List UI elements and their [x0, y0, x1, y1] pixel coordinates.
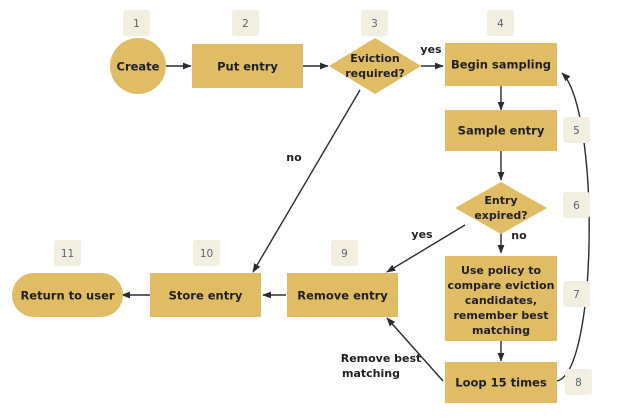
nodes-layer: Create Put entry Eviction required? Begi…	[12, 38, 557, 403]
step-badge-6: 6	[563, 192, 590, 218]
node-entry-expired-label-line2: expired?	[474, 209, 527, 222]
step-badge-4-bg	[487, 10, 514, 36]
step-badge-7: 7	[563, 281, 590, 307]
node-store-entry-label: Store entry	[169, 289, 243, 303]
node-use-policy-label-line1: Use policy to	[461, 264, 542, 277]
edge-labels-layer: yes no yes no Remove best matching	[286, 43, 527, 380]
edge-label-eviction-no: no	[286, 151, 302, 164]
step-badge-11: 11	[54, 240, 81, 266]
node-put-entry[interactable]: Put entry	[192, 44, 303, 88]
step-badge-1: 1	[123, 10, 150, 36]
node-return-to-user-shape[interactable]	[12, 273, 123, 317]
step-badge-6-bg	[563, 192, 590, 218]
step-badge-8: 8	[565, 369, 592, 395]
step-badge-3-text: 3	[371, 18, 378, 30]
edge-loop-back-to-begin-sampling	[556, 72, 590, 382]
step-badge-2: 2	[232, 10, 259, 36]
step-badge-10-bg	[193, 240, 220, 266]
step-badge-4: 4	[487, 10, 514, 36]
edge-label-remove-best-matching-line2: matching	[342, 367, 400, 380]
step-badge-1-text: 1	[133, 18, 140, 30]
step-badges-layer: 1 2 3 4 5 6 7	[54, 10, 592, 395]
node-entry-expired-shape[interactable]	[455, 182, 547, 234]
node-return-to-user-label: Return to user	[20, 289, 114, 303]
step-badge-5: 5	[563, 117, 590, 143]
edge-eviction-no-to-store-entry	[252, 89, 361, 273]
edge-label-eviction-yes: yes	[420, 43, 442, 56]
node-put-entry-shape[interactable]	[192, 44, 303, 88]
edge-label-expired-yes: yes	[411, 228, 433, 241]
node-remove-entry-label: Remove entry	[297, 289, 388, 303]
step-badge-11-text: 11	[61, 248, 74, 260]
node-remove-entry-shape[interactable]	[287, 273, 398, 317]
step-badge-7-bg	[563, 281, 590, 307]
node-return-to-user[interactable]: Return to user	[12, 273, 123, 317]
step-badge-2-text: 2	[242, 18, 249, 30]
step-badge-8-text: 8	[575, 377, 582, 389]
node-loop-15-times[interactable]: Loop 15 times	[445, 362, 557, 403]
step-badge-2-bg	[232, 10, 259, 36]
node-use-policy-label-line3: candidates,	[465, 294, 537, 307]
step-badge-10-text: 10	[200, 248, 213, 260]
edges-layer	[121, 62, 590, 382]
node-create[interactable]: Create	[110, 38, 166, 94]
node-use-policy-label-line4: remember best	[454, 309, 549, 322]
node-begin-sampling-shape[interactable]	[445, 43, 557, 86]
node-entry-expired[interactable]: Entry expired?	[455, 182, 547, 234]
step-badge-4-text: 4	[497, 18, 504, 30]
node-use-policy-label-line5: matching	[472, 324, 530, 337]
step-badge-3-bg	[361, 10, 388, 36]
node-put-entry-label: Put entry	[217, 60, 278, 74]
step-badge-10: 10	[193, 240, 220, 266]
node-create-shape[interactable]	[110, 38, 166, 94]
node-sample-entry-label: Sample entry	[458, 124, 545, 138]
node-entry-expired-label-line1: Entry	[484, 194, 517, 207]
edge-loop-remove-best-matching-to-remove-entry	[386, 317, 444, 382]
step-badge-5-bg	[563, 117, 590, 143]
node-begin-sampling[interactable]: Begin sampling	[445, 43, 557, 86]
step-badge-9: 9	[331, 240, 358, 266]
node-remove-entry[interactable]: Remove entry	[287, 273, 398, 317]
node-store-entry[interactable]: Store entry	[150, 273, 261, 317]
step-badge-9-text: 9	[341, 248, 348, 260]
node-sample-entry-shape[interactable]	[445, 110, 557, 151]
step-badge-1-bg	[123, 10, 150, 36]
node-use-policy[interactable]: Use policy to compare eviction candidate…	[445, 256, 557, 341]
node-use-policy-shape[interactable]	[445, 256, 557, 341]
node-loop-15-times-shape[interactable]	[445, 362, 557, 403]
node-eviction-required-shape[interactable]	[329, 38, 421, 94]
step-badge-3: 3	[361, 10, 388, 36]
node-store-entry-shape[interactable]	[150, 273, 261, 317]
step-badge-5-text: 5	[573, 125, 580, 137]
node-eviction-required-label-line2: required?	[345, 67, 405, 80]
step-badge-11-bg	[54, 240, 81, 266]
edge-entry-expired-yes-to-remove-entry	[386, 224, 466, 273]
edge-label-expired-no: no	[511, 229, 527, 242]
node-eviction-required[interactable]: Eviction required?	[329, 38, 421, 94]
step-badge-6-text: 6	[573, 200, 580, 212]
step-badge-9-bg	[331, 240, 358, 266]
node-loop-15-times-label: Loop 15 times	[455, 376, 547, 390]
step-badge-8-bg	[565, 369, 592, 395]
step-badge-7-text: 7	[573, 289, 580, 301]
node-use-policy-label-line2: compare eviction	[448, 279, 555, 292]
node-sample-entry[interactable]: Sample entry	[445, 110, 557, 151]
node-eviction-required-label-line1: Eviction	[350, 52, 399, 65]
edge-label-remove-best-matching-line1: Remove best	[341, 352, 422, 365]
node-begin-sampling-label: Begin sampling	[451, 58, 551, 72]
node-create-label: Create	[117, 60, 160, 74]
